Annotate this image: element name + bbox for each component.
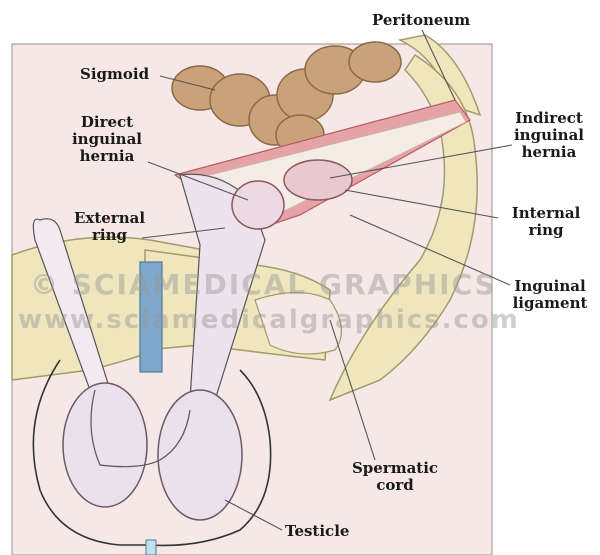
label-external-ring-line-1: External xyxy=(62,210,157,227)
testicle-left xyxy=(63,383,147,507)
label-external-ring: External ring xyxy=(62,210,157,244)
watermark-line-2: www.sciamedicalgraphics.com xyxy=(18,305,520,335)
label-inguinal-ligament-line-2: ligament xyxy=(505,295,595,312)
label-internal-ring-line-1: Internal xyxy=(502,205,590,222)
watermark-line-1: © SCIAMEDICAL GRAPHICS xyxy=(30,268,497,301)
label-inguinal-ligament: Inguinal ligament xyxy=(505,278,595,312)
label-internal-ring: Internal ring xyxy=(502,205,590,239)
label-indirect-hernia-line-1: Indirect xyxy=(505,110,593,127)
label-direct-hernia-line-1: Direct xyxy=(62,114,152,131)
label-peritoneum: Peritoneum xyxy=(372,12,470,29)
label-external-ring-line-2: ring xyxy=(62,227,157,244)
label-indirect-hernia-line-2: inguinal xyxy=(505,127,593,144)
urethra xyxy=(146,540,156,555)
label-testicle: Testicle xyxy=(285,523,349,540)
label-inguinal-ligament-line-1: Inguinal xyxy=(505,278,595,295)
label-indirect-hernia: Indirect inguinal hernia xyxy=(505,110,593,161)
label-spermatic-cord-line-2: cord xyxy=(345,477,445,494)
label-direct-hernia-line-2: inguinal xyxy=(62,131,152,148)
label-direct-hernia-line-3: hernia xyxy=(62,148,152,165)
label-spermatic-cord-line-1: Spermatic xyxy=(345,460,445,477)
direct-hernia-sac xyxy=(232,181,284,229)
indirect-hernia-sac xyxy=(284,160,352,200)
label-spermatic-cord: Spermatic cord xyxy=(345,460,445,494)
label-internal-ring-line-2: ring xyxy=(502,222,590,239)
label-direct-hernia: Direct inguinal hernia xyxy=(62,114,152,165)
label-sigmoid: Sigmoid xyxy=(80,66,149,83)
testicle-right xyxy=(158,390,242,520)
label-indirect-hernia-line-3: hernia xyxy=(505,144,593,161)
